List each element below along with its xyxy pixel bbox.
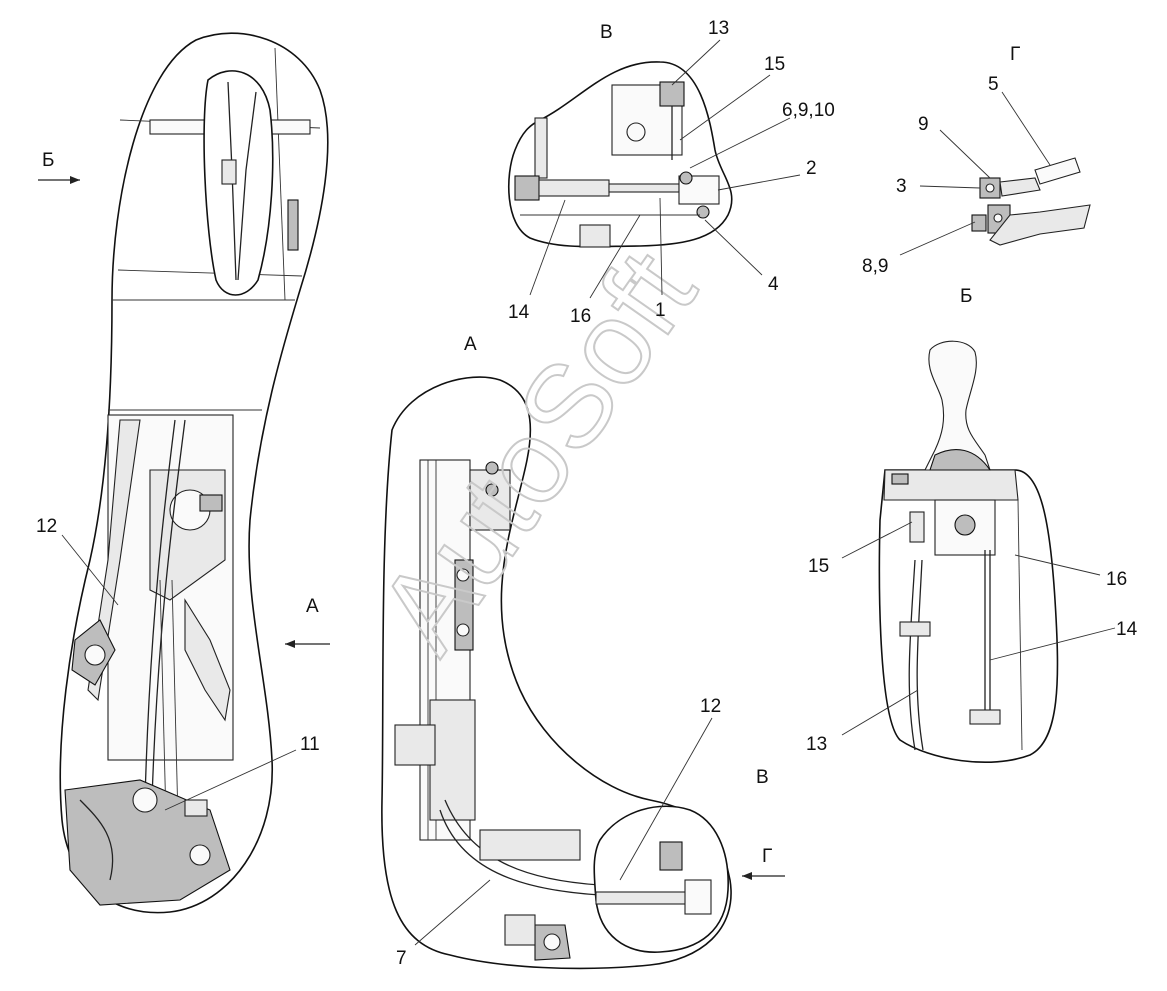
callout-15-top: 15 xyxy=(764,54,785,75)
left-cutout-view xyxy=(59,32,329,914)
callout-6-9-10: 6,9,10 xyxy=(782,100,835,121)
view-arrows xyxy=(38,176,785,880)
callout-12-mid: 12 xyxy=(700,696,721,717)
callout-12-left: 12 xyxy=(36,516,57,537)
callout-13-top: 13 xyxy=(708,18,729,39)
callout-14-right: 14 xyxy=(1116,619,1138,640)
callout-8-9: 8,9 xyxy=(862,256,888,277)
view-b-detail xyxy=(878,340,1059,764)
callout-15-right: 15 xyxy=(808,556,829,577)
callout-1: 1 xyxy=(655,300,666,321)
callout-3: 3 xyxy=(896,176,907,197)
view-v-detail xyxy=(507,61,733,248)
callout-16-top: 16 xyxy=(570,306,591,327)
callout-11: 11 xyxy=(300,734,320,755)
view-label-b-arrow: Б xyxy=(42,150,54,171)
callout-16-right: 16 xyxy=(1106,569,1127,590)
view-label-g-title: Г xyxy=(1010,44,1020,65)
callout-7: 7 xyxy=(396,948,407,969)
view-label-g-arrow: Г xyxy=(762,846,772,867)
callout-numbers: 12 11 13 15 6,9,10 2 4 1 16 14 5 9 3 8,9… xyxy=(36,18,1138,969)
view-label-b-title: Б xyxy=(960,286,972,307)
view-label-a-title: А xyxy=(464,334,477,355)
callout-4: 4 xyxy=(768,274,779,295)
view-label-a-arrow: А xyxy=(306,596,319,617)
view-g-detail xyxy=(971,157,1091,246)
view-a-detail xyxy=(381,376,732,970)
view-letter-labels: Б А А В В Г Г Б xyxy=(42,22,1020,867)
view-label-v-title: В xyxy=(600,22,613,43)
callout-5: 5 xyxy=(988,74,999,95)
callout-9: 9 xyxy=(918,114,929,135)
callout-13-right: 13 xyxy=(806,734,827,755)
callout-2: 2 xyxy=(806,158,817,179)
view-label-v-marker: В xyxy=(756,767,769,788)
leader-lines xyxy=(61,39,1116,946)
callout-14-top: 14 xyxy=(508,302,530,323)
